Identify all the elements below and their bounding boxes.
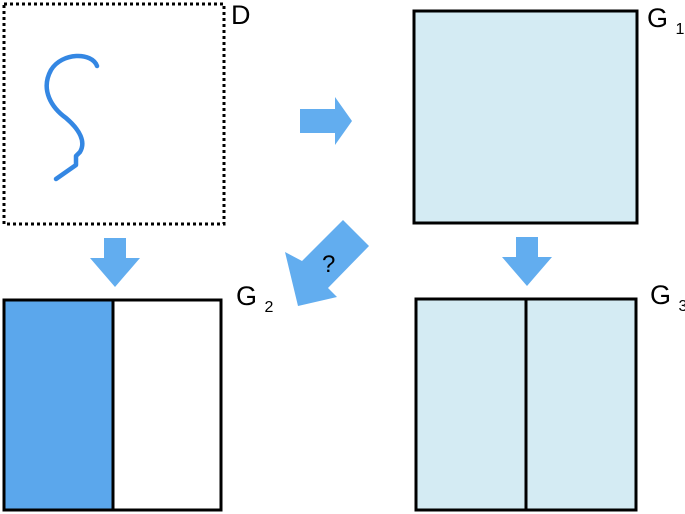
label-g3-main: G [650,280,671,310]
arrow-down-left-icon [90,238,140,287]
label-g2-subscript: 2 [265,299,274,316]
label-g2-main: G [236,281,257,311]
box-g3: G 3 [414,280,685,512]
box-g2-left-half [4,300,113,510]
label-g3-subscript: 3 [679,298,685,315]
label-g1-subscript: 1 [676,21,685,38]
s-curve-icon [44,53,100,182]
label-g1-main: G [647,3,668,33]
box-g1-frame [412,9,639,225]
box-d: D [2,0,251,226]
box-g2: G 2 [2,281,274,512]
label-g2: G 2 [236,281,274,316]
arrow-right-icon [300,97,352,145]
question-mark: ? [322,251,335,278]
label-g1: G 1 [647,3,685,38]
box-g2-right-half [113,300,221,510]
box-d-frame [2,2,226,226]
diagonal-arrow: ? [285,220,369,306]
arrow-down-right-icon [502,237,552,286]
label-g3: G 3 [650,280,685,315]
label-d: D [231,0,251,30]
box-g1: G 1 [412,3,685,225]
arrow-diagonal-icon [285,220,369,306]
